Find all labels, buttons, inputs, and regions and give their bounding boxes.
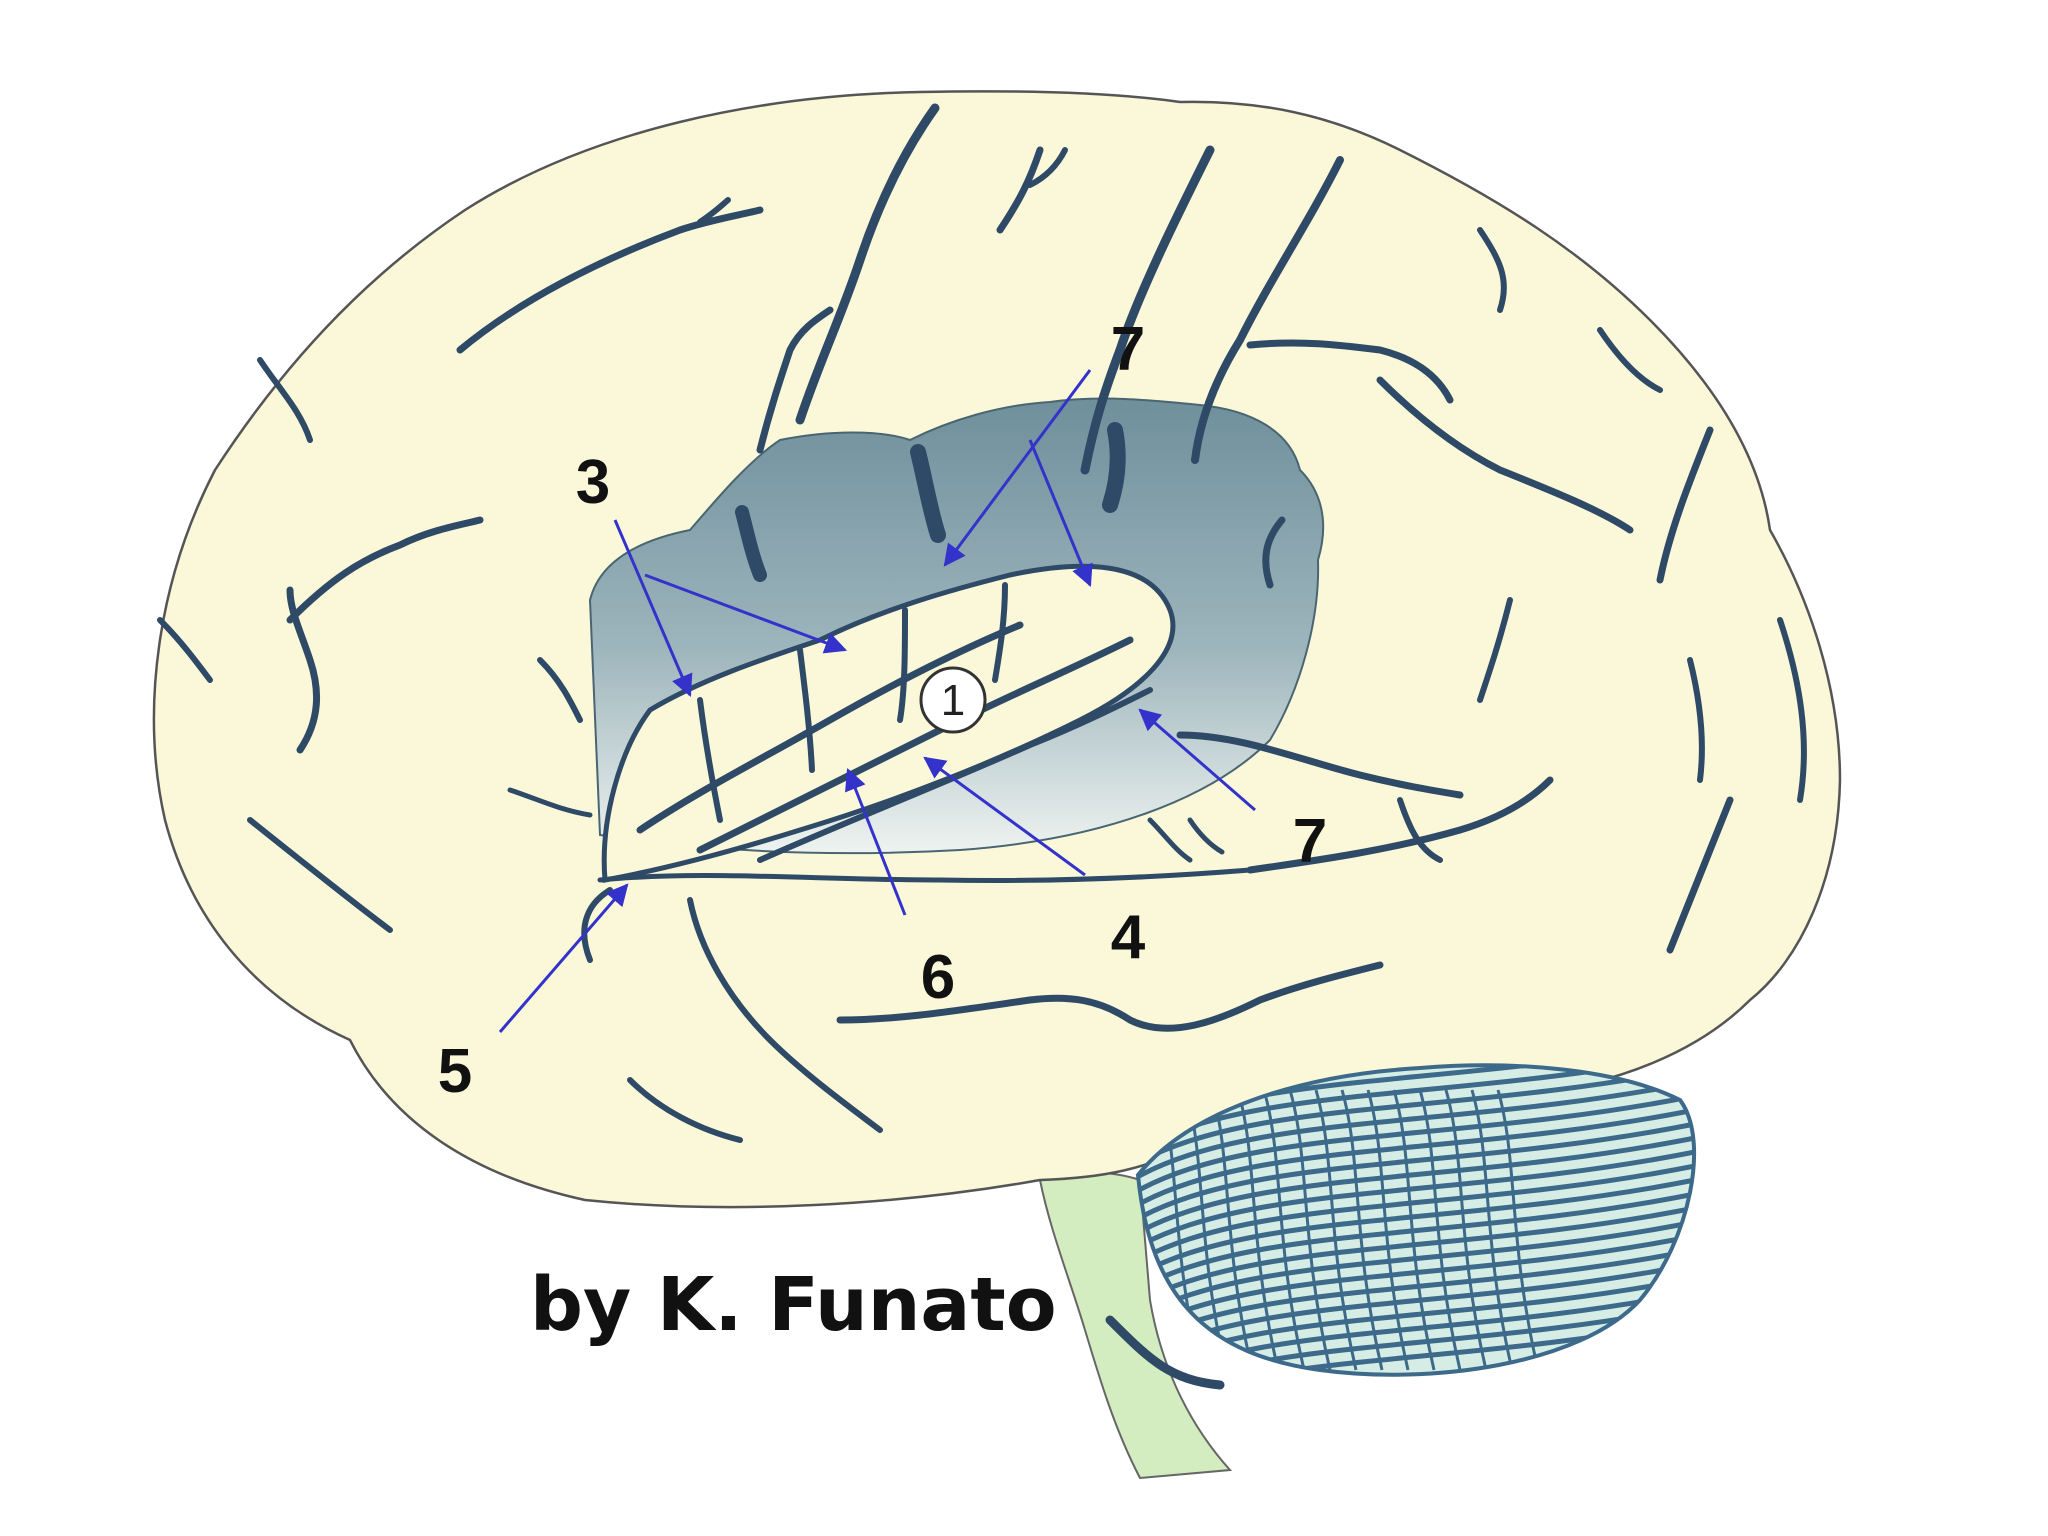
sulcus (1187, 817, 1225, 855)
cerebellar-folium-line (1138, 1190, 1695, 1296)
pointer-6 (845, 767, 907, 916)
cerebellar-folium-line (1236, 1089, 1280, 1371)
cerebellar-folium-line (1138, 1120, 1695, 1226)
circled-label-1-text: 1 (941, 676, 965, 725)
cerebellar-folium-line (1418, 1089, 1462, 1371)
sulcus (1176, 731, 1464, 799)
sulcus (257, 357, 313, 443)
cerebellar-folium-line (1470, 1089, 1514, 1371)
sulcus (456, 206, 764, 354)
sulcus (1397, 797, 1443, 863)
cerebellar-folium-line (1138, 1092, 1695, 1198)
temporal-plane-fold (992, 582, 1008, 683)
cerebellar-folium-line (1366, 1089, 1410, 1371)
cerebellar-folium-line (1262, 1089, 1306, 1371)
cerebellum (1135, 1063, 1697, 1377)
brainstem-groove (1105, 1315, 1225, 1390)
sulcus (697, 197, 731, 225)
pointer-7-top-b (1028, 439, 1093, 588)
author-credit: by K. Funato (530, 1262, 1057, 1348)
sulcus (1027, 147, 1068, 188)
insula-gyrus-line (910, 444, 946, 543)
sulcus (836, 961, 1384, 1032)
temporal-plane-fold (697, 697, 723, 823)
cerebellar-folium-line (1392, 1089, 1436, 1371)
label-4: 4 (1111, 903, 1146, 972)
cerebellar-folium-line (1138, 1176, 1695, 1282)
insula-gyrus-line (735, 505, 767, 582)
sulcus (1597, 327, 1663, 393)
sulcus (1376, 376, 1634, 534)
label-7-right: 7 (1293, 807, 1327, 876)
label-3: 3 (576, 448, 610, 517)
pointer-4 (923, 756, 1086, 877)
pointer-3a (613, 519, 693, 698)
sulcus (795, 103, 940, 425)
pointer-3b (644, 573, 848, 654)
pointer-5 (498, 883, 629, 1033)
sulcus (1246, 776, 1554, 874)
sulcus (756, 306, 834, 454)
sulcus (537, 657, 583, 723)
insula-gyrus-line (1102, 422, 1126, 513)
temporal-plane-fold (636, 621, 1024, 834)
cortical-sulci (157, 103, 1807, 1143)
pointer-7-right (1138, 708, 1256, 812)
cerebellar-folium-line (1138, 1162, 1695, 1268)
sulcus (286, 516, 484, 624)
sulcus (157, 617, 213, 683)
cerebellar-folium-line (1314, 1089, 1358, 1371)
sulcus (1777, 617, 1807, 803)
temporal-rim (597, 867, 1253, 884)
sulcus (507, 787, 593, 818)
sulcus (687, 897, 883, 1133)
temporal-plane-fold (897, 607, 908, 723)
sulcus (1147, 817, 1193, 863)
cerebellar-folium-line (1138, 1078, 1695, 1184)
label-pointers (498, 369, 1256, 1033)
cerebellar-folium-line (1138, 1065, 1695, 1170)
brainstem (1038, 1171, 1233, 1480)
temporal-plane-fold (797, 647, 815, 773)
sulcus (1080, 145, 1215, 475)
sulcus (1477, 227, 1507, 313)
cerebellar-folium-line (1340, 1089, 1384, 1371)
sulcus (1687, 657, 1705, 783)
cerebellar-folium-line (1288, 1089, 1332, 1371)
sulcus (1246, 339, 1454, 404)
cerebellar-folium-line (1138, 1106, 1695, 1212)
sulcus (247, 817, 393, 933)
temporal-plane-fold (757, 687, 1153, 863)
cerebellar-folium-line (1138, 1148, 1695, 1254)
cerebellar-folium-line (1210, 1089, 1254, 1371)
sulcus (627, 1077, 743, 1143)
sulcus (1656, 426, 1714, 584)
cerebellar-folium-line (1138, 1302, 1695, 1375)
sulcus (286, 586, 321, 754)
insula-gyrus-line (1262, 516, 1286, 589)
circled-label-1: 1 (919, 666, 987, 734)
cerebellar-folium-line (1496, 1089, 1540, 1371)
sulcus (1477, 597, 1513, 703)
cerebellar-folium-line (1444, 1089, 1488, 1371)
cerebellar-folium-line (1138, 1134, 1695, 1240)
label-6: 6 (921, 943, 955, 1012)
label-5: 5 (438, 1037, 472, 1106)
sulcus (996, 146, 1044, 234)
sulcus (1191, 156, 1344, 464)
pointer-7-top-a (943, 369, 1092, 567)
sulcus (1666, 796, 1734, 954)
label-7-top: 7 (1111, 315, 1145, 384)
temporal-rim (581, 887, 613, 963)
